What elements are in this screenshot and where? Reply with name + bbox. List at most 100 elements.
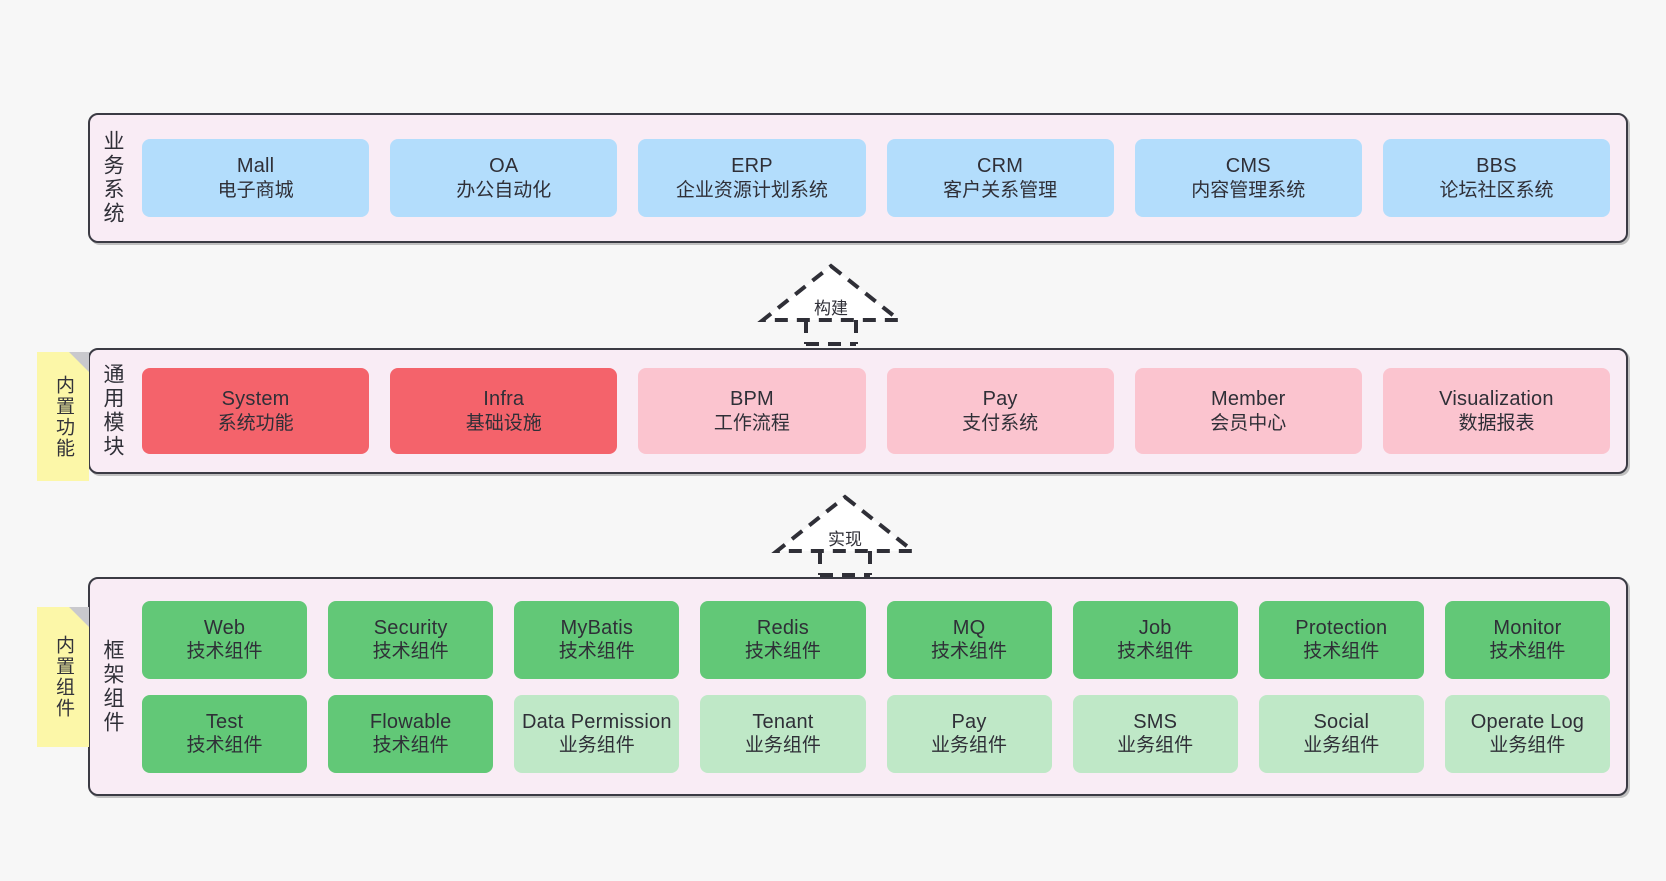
module-name: Web xyxy=(203,616,246,639)
module-name: Security xyxy=(373,616,448,639)
layer-business-system-title: 业务系统 xyxy=(101,130,125,226)
module-description: 业务组件 xyxy=(1117,735,1194,757)
layer-common-module-title: 通用模块 xyxy=(101,363,125,459)
module-name: MQ xyxy=(952,616,986,639)
module-description: 技术组件 xyxy=(1117,641,1194,663)
module-name: System xyxy=(221,388,290,411)
layer-framework-component-title: 框架组件 xyxy=(101,638,125,735)
module-name: Infra xyxy=(483,388,525,411)
module-description: 技术组件 xyxy=(372,641,449,663)
module-name: Test xyxy=(205,710,244,733)
module-description: 技术组件 xyxy=(1489,641,1566,663)
module-name: Pay xyxy=(951,710,987,733)
module-description: 业务组件 xyxy=(1489,735,1566,757)
module-description: 技术组件 xyxy=(186,641,263,663)
module-name: MyBatis xyxy=(560,616,634,639)
module-name: Data Permission xyxy=(521,710,672,733)
module-name: Mall xyxy=(236,155,275,178)
module-name: Monitor xyxy=(1493,616,1562,639)
module-description: 技术组件 xyxy=(558,641,635,663)
module-name: CMS xyxy=(1225,155,1271,178)
module-name: Redis xyxy=(756,616,809,639)
module-description: 企业资源计划系统 xyxy=(675,179,828,201)
module-description: 业务组件 xyxy=(1303,735,1380,757)
module-name: Operate Log xyxy=(1470,710,1585,733)
module-name: BPM xyxy=(729,388,774,411)
module-name: Flowable xyxy=(369,710,452,733)
module-name: Visualization xyxy=(1439,388,1554,411)
module-description: 办公自动化 xyxy=(456,179,552,201)
module-name: SMS xyxy=(1133,710,1178,733)
module-description: 工作流程 xyxy=(713,412,790,434)
module-description: 论坛社区系统 xyxy=(1439,179,1554,201)
sticky-fold-corner-icon xyxy=(69,352,89,372)
module-description: 系统功能 xyxy=(217,412,294,434)
module-name: OA xyxy=(489,155,519,178)
module-description: 技术组件 xyxy=(1303,641,1380,663)
module-name: ERP xyxy=(731,155,773,178)
module-name: Protection xyxy=(1295,616,1388,639)
module-name: Social xyxy=(1313,710,1370,733)
build-generalization-arrow xyxy=(757,263,905,346)
sticky-note-builtin-components-label: 内置组件 xyxy=(52,635,74,719)
module-description: 业务组件 xyxy=(744,735,821,757)
module-name: Job xyxy=(1138,616,1172,639)
module-name: Tenant xyxy=(752,710,814,733)
module-description: 会员中心 xyxy=(1210,412,1287,434)
module-description: 业务组件 xyxy=(558,735,635,757)
module-name: Pay xyxy=(982,388,1018,411)
module-name: Member xyxy=(1210,388,1286,411)
module-description: 内容管理系统 xyxy=(1191,179,1306,201)
module-description: 数据报表 xyxy=(1458,412,1535,434)
module-description: 技术组件 xyxy=(931,641,1008,663)
module-name: BBS xyxy=(1476,155,1517,178)
module-description: 业务组件 xyxy=(931,735,1008,757)
module-description: 技术组件 xyxy=(186,735,263,757)
build-connector-label: 构建 xyxy=(814,299,848,318)
sticky-note-builtin-features-label: 内置功能 xyxy=(52,374,74,459)
implement-generalization-arrow xyxy=(771,494,919,577)
module-description: 电子商城 xyxy=(217,179,294,201)
module-name: CRM xyxy=(977,155,1024,178)
module-description: 支付系统 xyxy=(962,412,1039,434)
module-description: 技术组件 xyxy=(744,641,821,663)
module-description: 技术组件 xyxy=(372,735,449,757)
sticky-note-builtin-components: 内置组件 xyxy=(37,607,89,747)
